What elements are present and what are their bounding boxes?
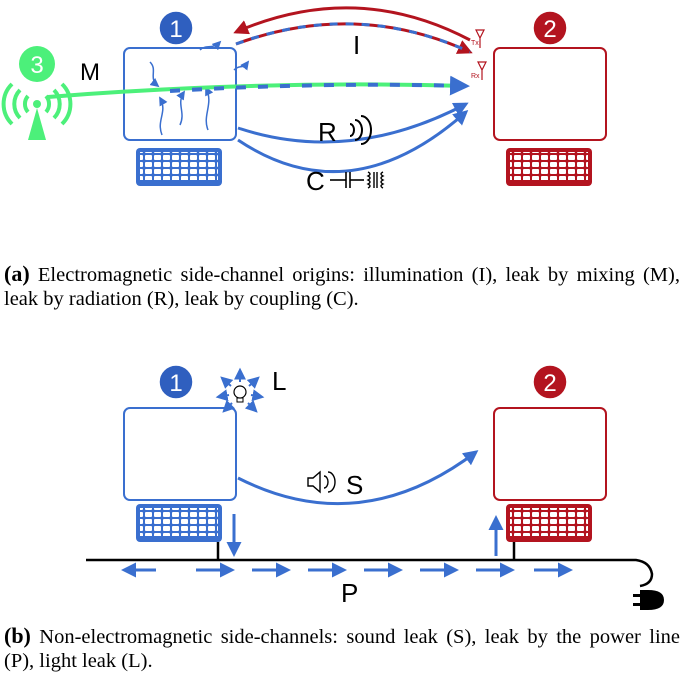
computer-icon xyxy=(123,407,237,501)
illumination-path-stripes xyxy=(235,22,471,54)
light-bulb-icon xyxy=(215,367,265,413)
mixing-path-base xyxy=(47,82,467,99)
internal-current-5 xyxy=(199,40,222,51)
radiation-path xyxy=(237,102,469,144)
label-P: P xyxy=(341,578,358,608)
caption-b-tag: (b) xyxy=(4,623,31,648)
capacitor-icon xyxy=(330,172,364,188)
node-2-label: 2 xyxy=(543,16,556,43)
antenna-icon: Tx Rx xyxy=(471,29,487,80)
power-plug-icon xyxy=(633,590,664,610)
label-M: M xyxy=(80,59,100,86)
node-2b-label: 2 xyxy=(543,370,556,397)
node-1b-label: 1 xyxy=(169,370,182,397)
tx-label: Tx xyxy=(471,40,479,47)
caption-b-text: Non-electromagnetic side-channels: sound… xyxy=(4,626,680,672)
keyboard-icon xyxy=(506,504,592,542)
panel-b: 1 L 2 xyxy=(86,364,664,610)
speaker-icon xyxy=(307,470,336,494)
caption-b: (b) Non-electromagnetic side-channels: s… xyxy=(4,624,680,673)
coupling-path xyxy=(237,110,469,174)
internal-current-6 xyxy=(233,60,250,71)
internal-current-2 xyxy=(159,96,168,136)
internal-current-3 xyxy=(176,90,185,126)
caption-a-tag: (a) xyxy=(4,261,30,286)
computer-2: 2 Tx Rx xyxy=(471,10,607,186)
computer-2b: 2 xyxy=(493,364,607,560)
transformer-icon xyxy=(366,171,385,189)
label-S: S xyxy=(346,470,363,500)
rx-label: Rx xyxy=(471,73,480,80)
node-3: 3 xyxy=(1,46,73,140)
computer-icon xyxy=(123,47,237,141)
computer-1b: 1 xyxy=(123,364,237,560)
power-line xyxy=(86,558,654,588)
internal-current-1 xyxy=(149,61,160,88)
node-badge-2 xyxy=(532,10,568,46)
sound-path xyxy=(237,450,479,506)
internal-current-4 xyxy=(205,86,214,131)
label-L: L xyxy=(272,366,286,396)
node-badge-1b xyxy=(158,364,194,400)
computer-icon xyxy=(493,407,607,501)
computer-1: 1 xyxy=(123,10,250,186)
caption-a-text: Electromagnetic side-channel origins: il… xyxy=(4,264,680,310)
antenna-icon xyxy=(1,82,73,140)
node-badge-2b xyxy=(532,364,568,400)
caption-a: (a) Electromagnetic side-channel origins… xyxy=(4,262,680,311)
node-1-label: 1 xyxy=(169,16,182,43)
illumination-path-tx xyxy=(233,6,471,42)
label-I: I xyxy=(353,30,360,60)
node-badge-3 xyxy=(19,46,55,82)
node-3-label: 3 xyxy=(30,52,43,79)
node-badge-1 xyxy=(158,10,194,46)
speaker-icon xyxy=(349,115,372,145)
label-C: C xyxy=(306,166,325,196)
label-R: R xyxy=(318,117,337,147)
computer-icon xyxy=(493,47,607,141)
keyboard-icon xyxy=(506,148,592,186)
panel-a: 1 2 Tx xyxy=(1,6,607,196)
keyboard-icon xyxy=(136,148,222,186)
keyboard-icon xyxy=(136,504,222,542)
